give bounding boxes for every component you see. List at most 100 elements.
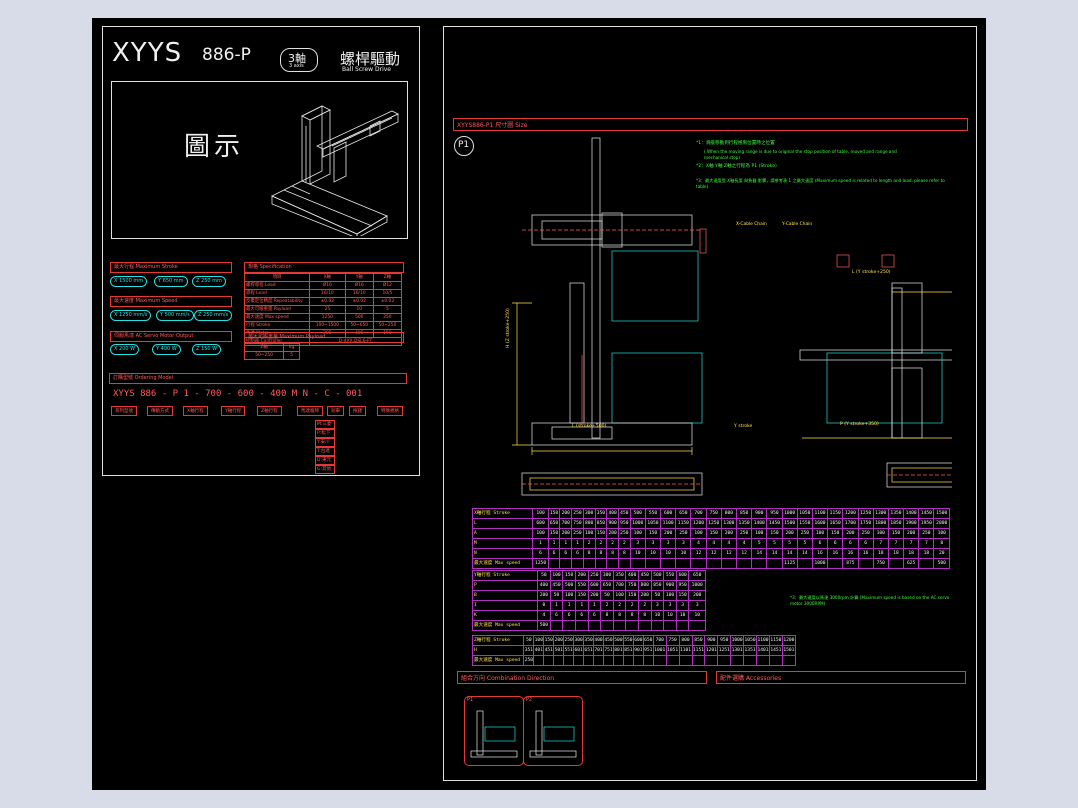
speed-z-value: 250 mm/s bbox=[203, 312, 229, 318]
stroke-cell bbox=[735, 558, 753, 569]
stroke-cell bbox=[533, 655, 545, 666]
stroke-cell: 501 bbox=[553, 645, 565, 656]
stroke-col-header: 1350 bbox=[887, 508, 905, 519]
stroke-cell: 150 bbox=[574, 590, 589, 601]
stroke-cell: 401 bbox=[533, 645, 545, 656]
stroke-y-pill: Y 650 mm bbox=[154, 276, 188, 287]
stroke-col-header: 250 bbox=[587, 570, 602, 581]
stroke-title: 最大行程 Maximum Stroke bbox=[114, 264, 178, 270]
stroke-cell: 875 bbox=[842, 558, 859, 569]
stroke-cell: 12 bbox=[735, 548, 753, 559]
stroke-cell: 1150 bbox=[675, 518, 692, 529]
stroke-cell: 1 bbox=[571, 538, 584, 549]
stroke-row-label: H bbox=[471, 645, 525, 656]
stroke-cell: 200 bbox=[688, 590, 706, 601]
order-label: Y軸行程 bbox=[221, 406, 246, 416]
stroke-cell: 600 bbox=[587, 580, 602, 591]
stroke-cell: 14 bbox=[766, 548, 783, 559]
speed-z-pill: Z 250 mm/s bbox=[194, 310, 233, 321]
stroke-row-label: M bbox=[471, 538, 534, 549]
stroke-cell: 250 bbox=[675, 528, 692, 539]
order-label: 拖鏈 bbox=[349, 406, 366, 416]
stroke-cell: 6 bbox=[549, 610, 564, 621]
stroke-cell: 1850 bbox=[887, 518, 905, 529]
combo-p1-drawing bbox=[470, 710, 518, 758]
stroke-cell bbox=[574, 620, 589, 631]
motor-box bbox=[110, 331, 232, 342]
stroke-cell: 1201 bbox=[704, 645, 719, 656]
stroke-cell: 1 bbox=[574, 600, 589, 611]
stroke-z-pill: Z 250 mm bbox=[192, 276, 226, 287]
stroke-cell: 7 bbox=[872, 538, 889, 549]
stroke-cell: 200 bbox=[606, 528, 619, 539]
stroke-cell bbox=[768, 655, 783, 666]
stroke-col-header: 900 bbox=[751, 508, 768, 519]
stroke-cell bbox=[642, 655, 654, 666]
stroke-cell: 2 bbox=[594, 538, 608, 549]
stroke-cell: 150 bbox=[625, 590, 639, 601]
motor-brand-options: M:三菱 P:松下 Y:安川 T:台達 D:東元 G:其他 bbox=[315, 420, 335, 474]
stroke-cell: 851 bbox=[622, 645, 634, 656]
stroke-cell bbox=[705, 558, 722, 569]
payload-cell: kg bbox=[283, 343, 300, 352]
stroke-z-value: 250 mm bbox=[201, 278, 222, 284]
stroke-cell: 1151 bbox=[691, 645, 706, 656]
stroke-cell: 6 bbox=[827, 538, 844, 549]
stroke-cell: 500 bbox=[537, 620, 551, 631]
stroke-cell: 951 bbox=[642, 645, 654, 656]
stroke-cell: 3 bbox=[629, 538, 646, 549]
stroke-cell: 100 bbox=[663, 590, 677, 601]
spec-cell: 行程 Stroke bbox=[244, 321, 310, 330]
stroke-col-header: 1500 bbox=[933, 508, 950, 519]
stroke-cell: 1 bbox=[587, 600, 602, 611]
stroke-cell: 1050 bbox=[644, 518, 662, 529]
p1-circle-label: P1 bbox=[458, 140, 470, 150]
stroke-col-header: 450 bbox=[603, 635, 614, 646]
stroke-cell: 2 bbox=[582, 538, 596, 549]
stroke-cell: 4 bbox=[690, 538, 707, 549]
right-sheet-frame bbox=[443, 26, 977, 781]
stroke-cell: 1200 bbox=[690, 518, 707, 529]
order-title: 訂購型號 Ordering Model bbox=[113, 375, 174, 381]
stroke-col-header: 1050 bbox=[796, 508, 813, 519]
motor-x-value: 200 W bbox=[119, 346, 136, 352]
size-title-box bbox=[453, 118, 968, 131]
speed-y-axis: Y bbox=[160, 312, 164, 318]
stroke-col-header: 1000 bbox=[781, 508, 798, 519]
stroke-cell: 8 bbox=[638, 610, 652, 621]
stroke-cell: 751 bbox=[603, 645, 614, 656]
stroke-cell bbox=[562, 620, 576, 631]
stroke-cell bbox=[594, 558, 608, 569]
stroke-col-header: 100 bbox=[532, 508, 549, 519]
stroke-cell: 1700 bbox=[842, 518, 859, 529]
stroke-cell: 800 bbox=[638, 580, 652, 591]
stroke-cell: 750 bbox=[625, 580, 639, 591]
stroke-cell: 100 bbox=[872, 528, 889, 539]
stroke-cell: 1400 bbox=[751, 518, 768, 529]
stroke-col-header: 1100 bbox=[756, 635, 770, 646]
illustration-label: 圖示 bbox=[184, 132, 245, 162]
combo-p2-label: P2 bbox=[526, 697, 533, 703]
stroke-cell: 16 bbox=[827, 548, 844, 559]
stroke-cell: 6 bbox=[811, 538, 829, 549]
stroke-cell: 10 bbox=[644, 548, 662, 559]
stroke-cell: 10 bbox=[663, 610, 677, 621]
stroke-col-header: 800 bbox=[720, 508, 738, 519]
stroke-cell: 0 bbox=[537, 600, 551, 611]
stroke-col-header: 50 bbox=[523, 635, 535, 646]
stroke-box bbox=[110, 262, 232, 273]
order-label: Z軸行程 bbox=[257, 406, 282, 416]
stroke-cell bbox=[625, 620, 639, 631]
spec-cell: 16/10 bbox=[344, 289, 374, 298]
combo-p1-box: P1 bbox=[464, 696, 524, 766]
spec-cell: 25 bbox=[309, 305, 346, 314]
